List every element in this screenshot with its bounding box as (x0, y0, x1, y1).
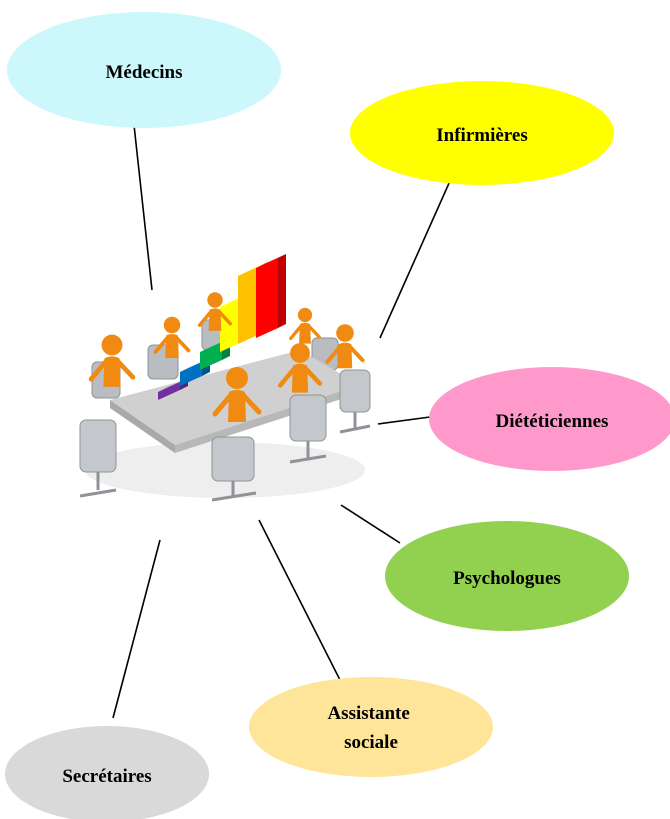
person-figure-icon (325, 324, 365, 369)
connector-secretaires (112, 539, 161, 719)
bar-block-2 (180, 362, 202, 386)
chair-base-icon (211, 481, 257, 502)
person-head (226, 367, 248, 389)
ellipse-assistante (249, 677, 493, 777)
person-head (101, 334, 123, 356)
connector-lines (112, 124, 455, 719)
person-arms (212, 393, 262, 417)
bar-chart-staircase (158, 254, 286, 400)
person-figure-icon (277, 343, 323, 393)
label-infirmieres: Infirmières (436, 125, 527, 146)
bar-block-side-6 (278, 254, 286, 328)
person-body (299, 322, 311, 344)
bar-block-6 (256, 258, 278, 338)
ellipse-medecins (7, 12, 281, 128)
node-medecins: Médecins (7, 12, 281, 128)
chair-base-icon (339, 412, 371, 434)
person-head (207, 292, 223, 308)
person-head (297, 307, 313, 323)
chair-icon (79, 419, 117, 473)
bar-block-top-5 (238, 262, 268, 276)
node-psychologues: Psychologues (385, 521, 629, 631)
person-body (103, 356, 121, 387)
bar-block-3 (200, 342, 222, 370)
person-figure-icon (289, 307, 321, 344)
chair-icon (339, 369, 371, 413)
person-arms (88, 359, 136, 382)
person-figure-icon (212, 367, 262, 422)
person-head (163, 316, 181, 334)
bar-block-5 (238, 266, 260, 344)
label-secretaires: Secrétaires (62, 766, 151, 787)
role-nodes: Médecins Infirmières Diététiciennes Psyc… (5, 12, 670, 819)
person-figure-icon (88, 334, 136, 387)
person-body (291, 363, 309, 393)
people-figures (88, 292, 365, 422)
person-arms (289, 325, 321, 341)
person-arms (153, 336, 191, 354)
ellipse-dieteticiennes (429, 367, 670, 471)
ellipse-psychologues (385, 521, 629, 631)
person-arms (277, 366, 323, 388)
chair-icon (289, 394, 327, 442)
chair-base-icon (289, 441, 327, 464)
person-arms (197, 310, 233, 327)
node-dieteticiennes: Diététiciennes (429, 367, 670, 471)
bar-block-1 (158, 382, 180, 400)
chairs-front (79, 369, 371, 482)
bar-block-top-6 (256, 254, 286, 268)
label-psychologues: Psychologues (453, 568, 561, 589)
person-arms (325, 345, 365, 364)
meeting-illustration (79, 254, 371, 502)
chair-base-icon (79, 472, 117, 498)
connector-psychologues (340, 504, 401, 544)
person-body (228, 390, 246, 422)
ellipse-infirmieres (350, 81, 614, 185)
ellipse-secretaires (5, 726, 209, 819)
node-secretaires: Secrétaires (5, 726, 209, 819)
label-medecins: Médecins (105, 62, 182, 83)
connector-assistante (258, 519, 341, 681)
table-edge (110, 400, 175, 453)
person-body (165, 334, 179, 358)
label-dieteticiennes: Diététiciennes (496, 411, 609, 432)
person-figure-icon (197, 292, 233, 331)
label-assistante: Assistante sociale (327, 703, 414, 753)
person-body (208, 308, 222, 331)
connector-infirmieres (379, 171, 455, 339)
node-infirmieres: Infirmières (350, 81, 614, 185)
person-head (290, 343, 310, 363)
chair-bases (79, 412, 371, 502)
person-head (336, 324, 354, 342)
person-figure-icon (153, 316, 191, 358)
chair-icon (211, 436, 255, 482)
connector-medecins (133, 124, 153, 291)
person-body (337, 342, 353, 369)
connector-dieteticiennes (377, 416, 431, 425)
node-assistante: Assistante sociale (249, 677, 493, 777)
